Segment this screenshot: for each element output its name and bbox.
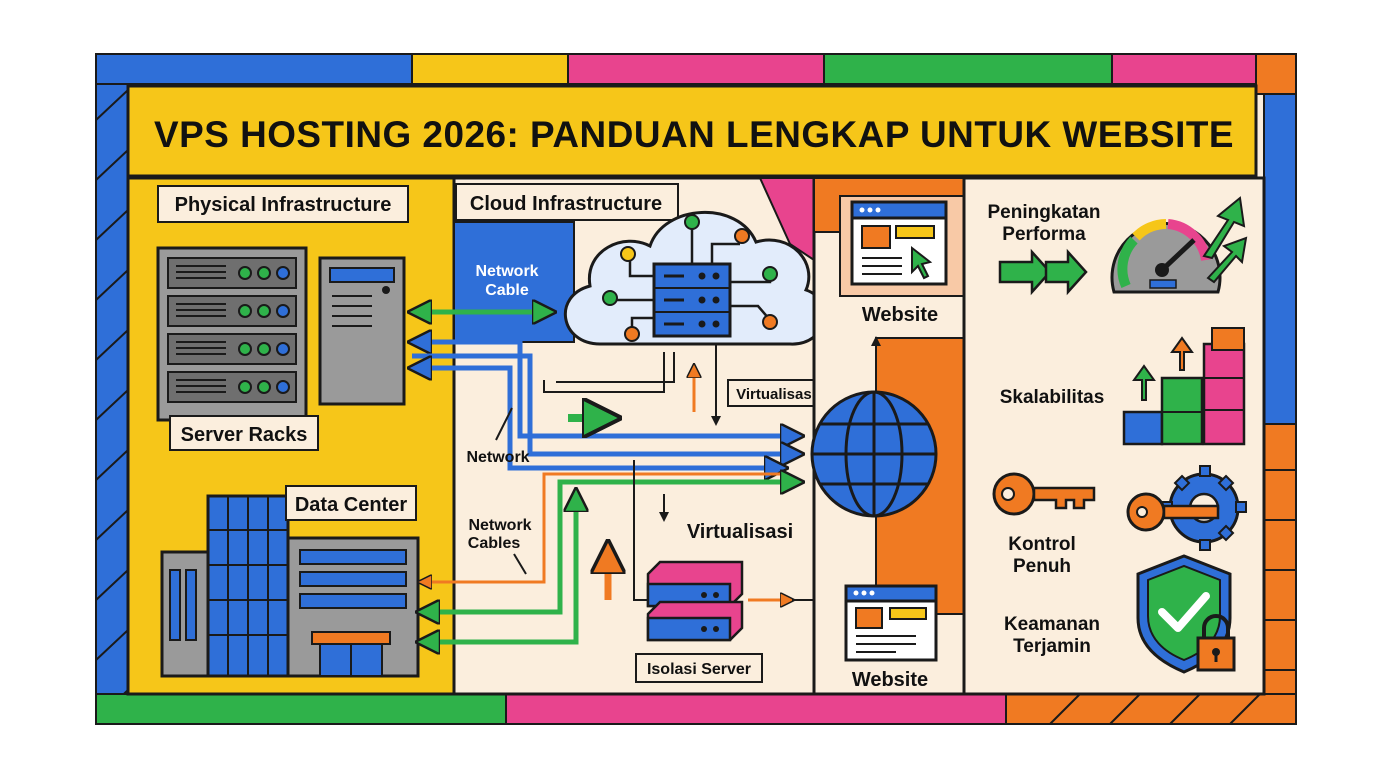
benefits-panel: Peningkatan Performa Skalabilitas [962, 176, 1266, 696]
benefit-scalability-label: Skalabilitas [1000, 387, 1105, 408]
benefit-control-line2: Penuh [1013, 556, 1071, 577]
isolasi-server-label: Isolasi Server [647, 661, 751, 678]
page-title: VPS HOSTING 2026: PANDUAN LENGKAP UNTUK … [154, 114, 1234, 155]
network-connectors [412, 312, 876, 642]
network-cable-label-line1: Network [475, 263, 538, 280]
title-banner: VPS HOSTING 2026: PANDUAN LENGKAP UNTUK … [126, 84, 1258, 178]
growth-blocks-icon [1122, 327, 1246, 446]
double-arrow-icon [998, 248, 1088, 296]
network-cables-label-line1: Network [468, 517, 531, 534]
browser-window-icon-top [850, 200, 948, 286]
isolated-server-icon [646, 560, 744, 642]
globe-icon [810, 390, 938, 518]
network-label: Network [466, 449, 529, 466]
virtualisasi-small-label: Virtualisasi [736, 386, 816, 403]
server-rack-icon [156, 246, 406, 422]
cloud-infrastructure-label: Cloud Infrastructure [470, 193, 662, 215]
cloud-panel: Cloud Infrastructure Network Cable [412, 176, 876, 696]
speedometer-icon [1110, 196, 1248, 294]
website-column: Website Website [810, 176, 966, 696]
benefit-performance-line1: Peningkatan [988, 202, 1101, 223]
network-cable-label-line2: Cable [485, 282, 529, 299]
key-gear-icon [1126, 465, 1247, 551]
key-icon [992, 472, 1096, 516]
website-top-label: Website [862, 304, 938, 326]
benefit-performance-line2: Performa [1002, 224, 1086, 245]
physical-infrastructure-label: Physical Infrastructure [175, 194, 392, 216]
browser-window-icon-bottom [844, 584, 938, 662]
benefit-security-line1: Keamanan [1004, 614, 1100, 635]
data-center-building-icon [160, 494, 420, 678]
data-center-label: Data Center [295, 494, 407, 516]
virtualisasi-large-label: Virtualisasi [687, 521, 793, 543]
shield-lock-icon [1136, 554, 1236, 674]
benefit-control-line1: Kontrol [1008, 534, 1076, 555]
network-cables-label-line2: Cables [468, 535, 521, 552]
server-racks-label: Server Racks [181, 424, 308, 446]
website-bottom-label: Website [852, 669, 928, 691]
benefit-security-line2: Terjamin [1013, 636, 1091, 657]
physical-panel: Physical Infrastructure Server Racks [126, 176, 456, 696]
